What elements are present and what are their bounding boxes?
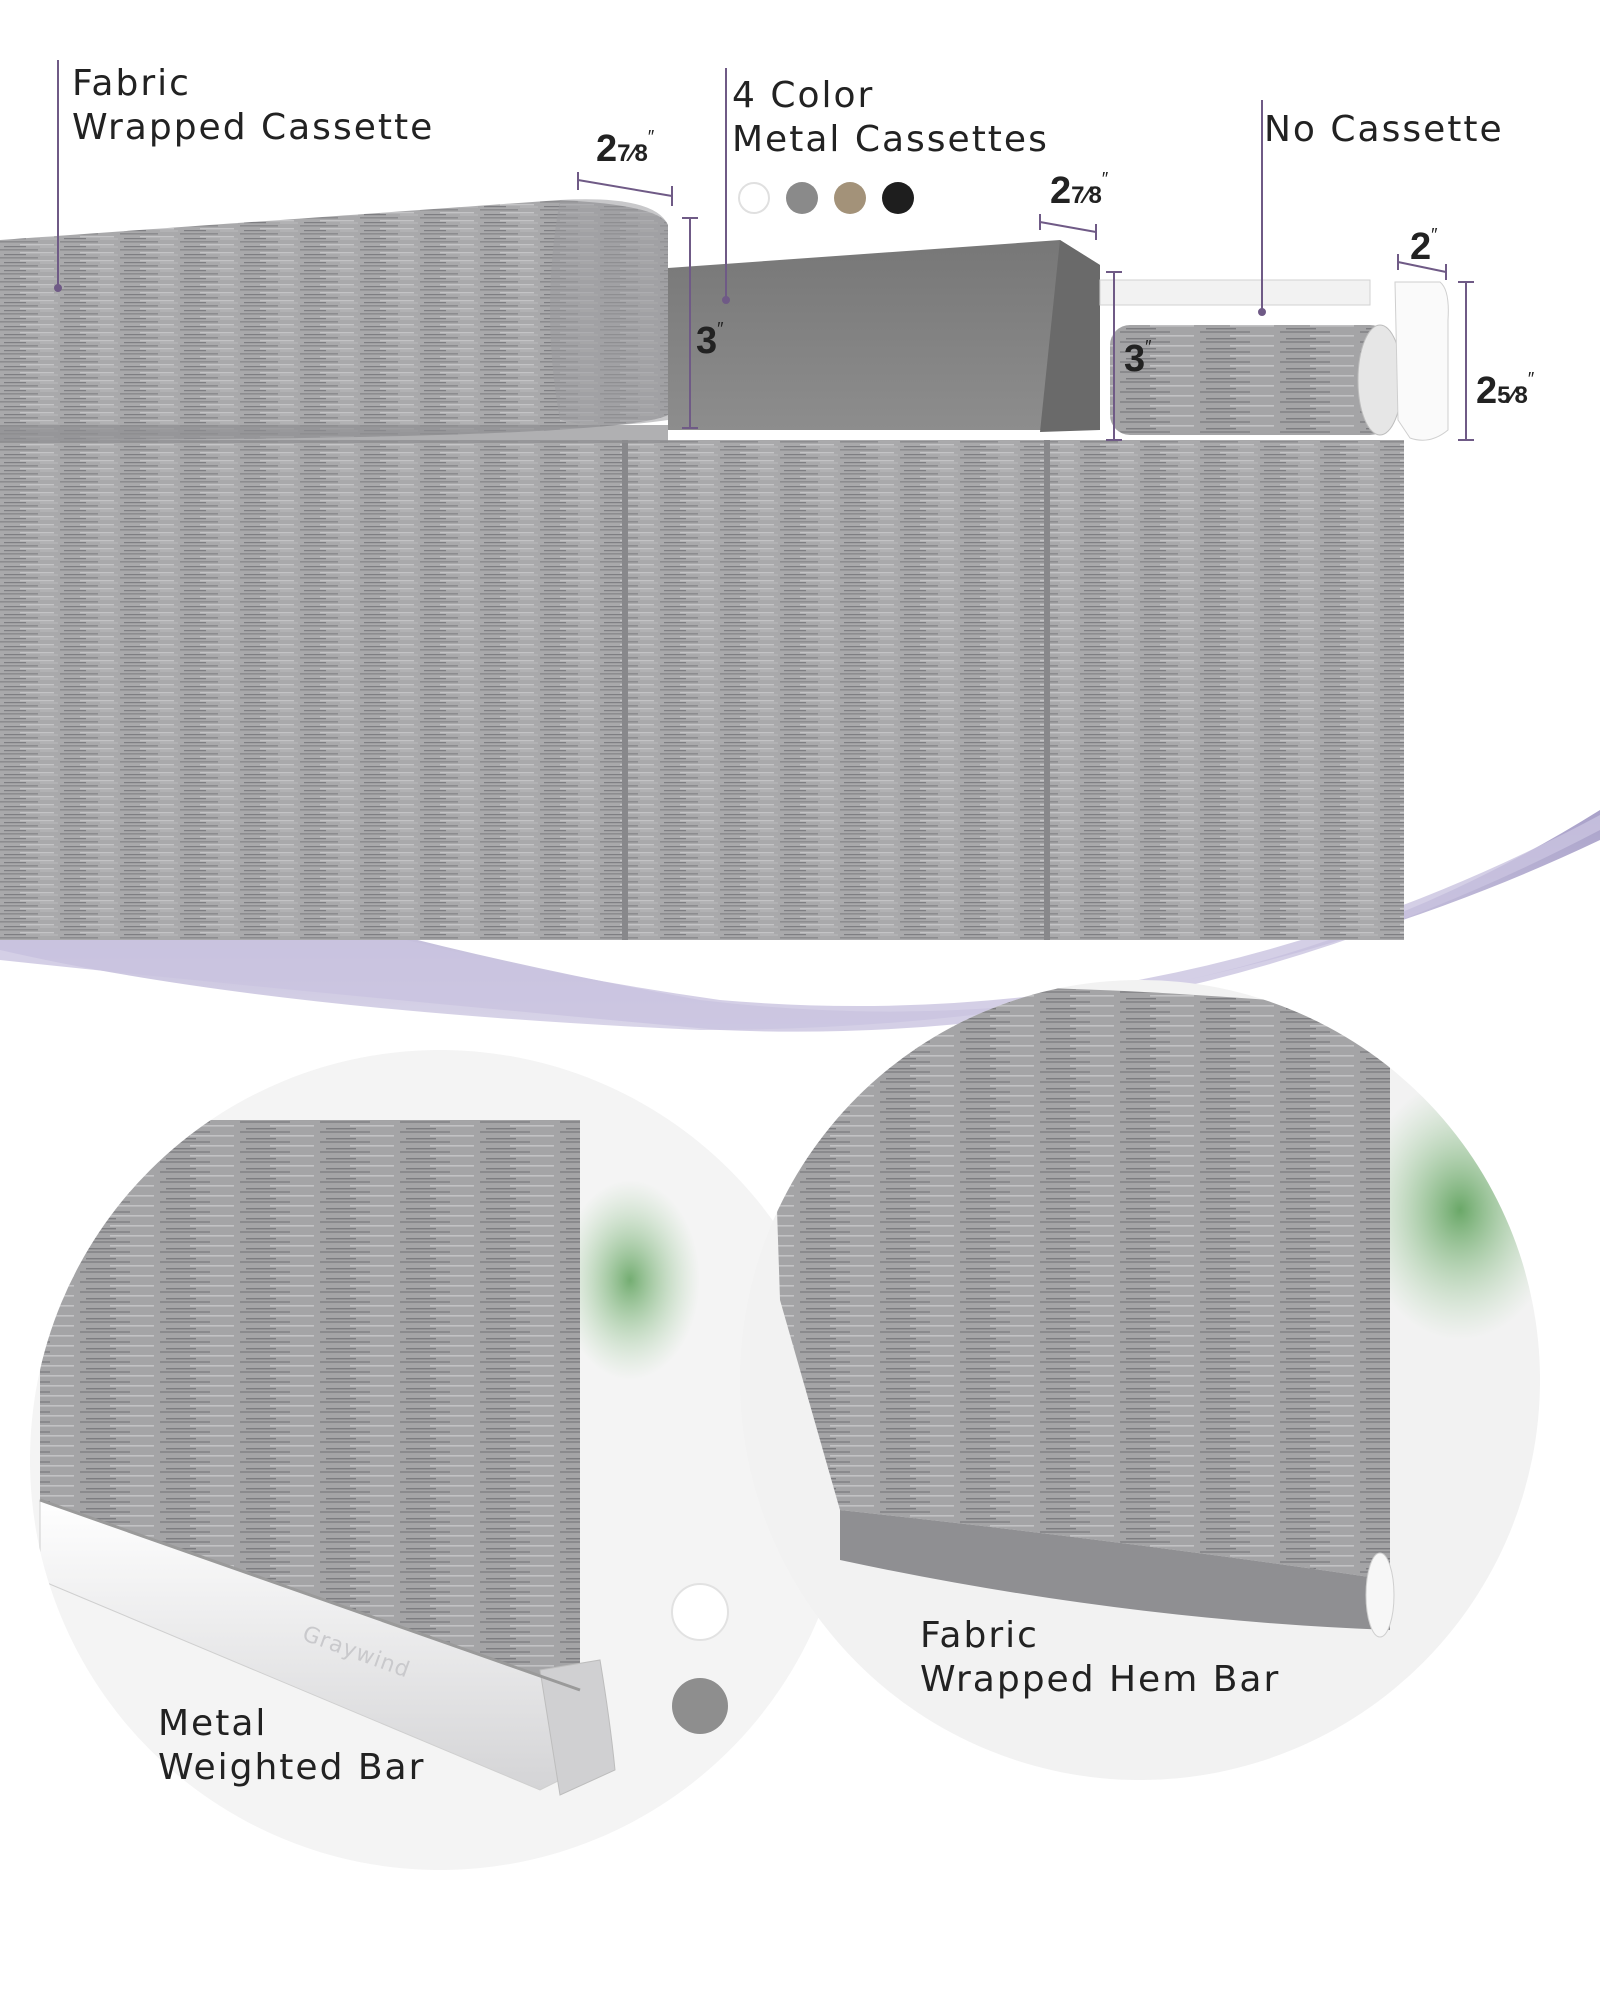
exposed-roller xyxy=(1110,325,1390,435)
bracket xyxy=(1394,281,1449,441)
dim-whole: 3 xyxy=(1124,338,1146,380)
label-hem-bar-line1: Fabric xyxy=(920,1615,1039,1656)
label-metal-bar-line1: Metal xyxy=(158,1703,268,1744)
dim-fraction: 7⁄8 xyxy=(617,140,648,167)
inch-mark: ″ xyxy=(1527,369,1535,389)
dim-no-cassette-depth: 2″ xyxy=(1410,225,1438,268)
label-hem-bar-line2: Wrapped Hem Bar xyxy=(920,1659,1281,1700)
dim-whole: 2 xyxy=(1410,226,1432,268)
dim-whole: 2 xyxy=(596,128,618,170)
metal-cassette xyxy=(668,240,1100,430)
dim-whole: 3 xyxy=(696,320,718,362)
cassette-color-swatch-white xyxy=(738,182,770,214)
dim-no-cassette-height: 25⁄8″ xyxy=(1476,369,1535,412)
label-metal-cassettes-line1: 4 Color xyxy=(732,75,875,116)
cassette-color-swatch-gray xyxy=(786,182,818,214)
label-metal-cassettes: 4 Color Metal Cassettes xyxy=(732,74,1049,162)
inch-mark: ″ xyxy=(1101,169,1109,189)
fabric-shade-right xyxy=(1044,440,1404,940)
fabric-shade-left xyxy=(0,440,628,940)
dim-whole: 2 xyxy=(1476,370,1498,412)
bar-color-swatch-gray xyxy=(672,1678,728,1734)
label-metal-cassettes-line2: Metal Cassettes xyxy=(732,119,1049,160)
bar-color-swatch-white xyxy=(671,1583,729,1641)
label-metal-bar-line2: Weighted Bar xyxy=(158,1747,426,1788)
label-no-cassette: No Cassette xyxy=(1264,109,1504,150)
cassette-color-swatch-black xyxy=(882,182,914,214)
dim-metal-cassette-depth: 27⁄8″ xyxy=(1050,169,1109,212)
dim-fraction: 5⁄8 xyxy=(1497,382,1528,409)
fabric-shade-middle xyxy=(622,440,1048,940)
dim-metal-cassette-height: 3″ xyxy=(1124,337,1152,380)
mounting-rail xyxy=(1099,279,1371,306)
inch-mark: ″ xyxy=(717,319,724,339)
dim-fraction: 7⁄8 xyxy=(1071,182,1102,209)
label-metal-weighted-bar: Metal Weighted Bar xyxy=(158,1702,425,1790)
dim-whole: 2 xyxy=(1050,170,1072,212)
dimension-lines xyxy=(54,60,1474,441)
dim-fabric-cassette-height: 3″ xyxy=(696,319,724,362)
inch-mark: ″ xyxy=(1431,225,1438,245)
label-fabric-hem-bar: Fabric Wrapped Hem Bar xyxy=(920,1614,1280,1702)
inch-mark: ″ xyxy=(647,127,655,147)
cassette-color-swatch-bronze xyxy=(834,182,866,214)
label-fabric-cassette-line1: Fabric xyxy=(72,63,191,104)
inch-mark: ″ xyxy=(1145,337,1152,357)
fabric-wrapped-cassette xyxy=(0,200,668,440)
label-fabric-cassette-line2: Wrapped Cassette xyxy=(72,107,435,148)
dim-fabric-cassette-depth: 27⁄8″ xyxy=(596,127,655,170)
label-fabric-cassette: Fabric Wrapped Cassette xyxy=(72,62,434,150)
